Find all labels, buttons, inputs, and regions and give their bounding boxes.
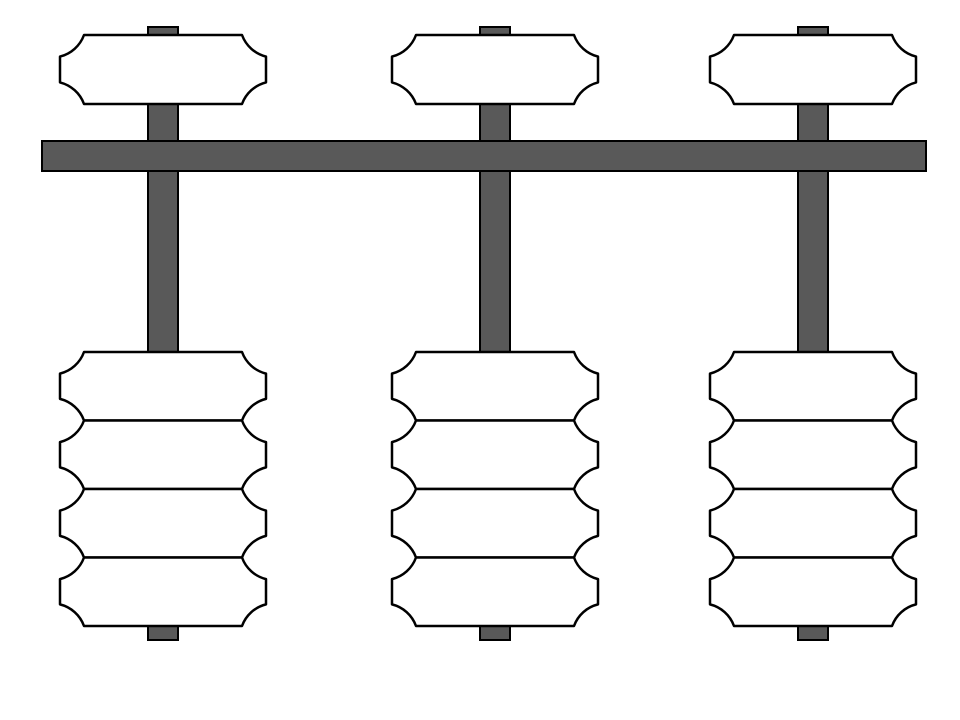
- lower-bead-rod-3-4: [708, 556, 918, 628]
- lower-bead-rod-2-1: [390, 350, 600, 422]
- lower-bead-rod-3-2: [708, 419, 918, 491]
- beam: [41, 140, 927, 172]
- upper-bead-rod-1-1: [58, 33, 268, 106]
- lower-bead-rod-2-3: [390, 487, 600, 559]
- lower-bead-rod-2-4: [390, 556, 600, 628]
- lower-bead-rod-1-4: [58, 556, 268, 628]
- lower-bead-rod-1-2: [58, 419, 268, 491]
- upper-bead-rod-2-1: [390, 33, 600, 106]
- upper-bead-rod-3-1: [708, 33, 918, 106]
- lower-bead-rod-3-3: [708, 487, 918, 559]
- lower-bead-rod-1-3: [58, 487, 268, 559]
- lower-bead-rod-2-2: [390, 419, 600, 491]
- lower-bead-rod-1-1: [58, 350, 268, 422]
- lower-bead-rod-3-1: [708, 350, 918, 422]
